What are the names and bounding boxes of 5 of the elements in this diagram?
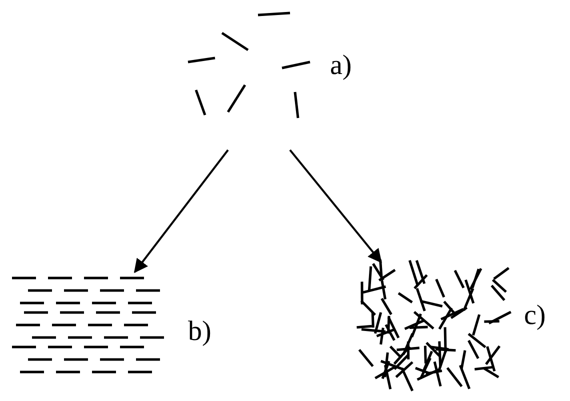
panel-label: a): [330, 52, 352, 80]
panel-label: c): [524, 302, 546, 330]
panel-label: b): [188, 318, 212, 346]
arrow: [289, 149, 382, 264]
arrow: [134, 149, 229, 274]
